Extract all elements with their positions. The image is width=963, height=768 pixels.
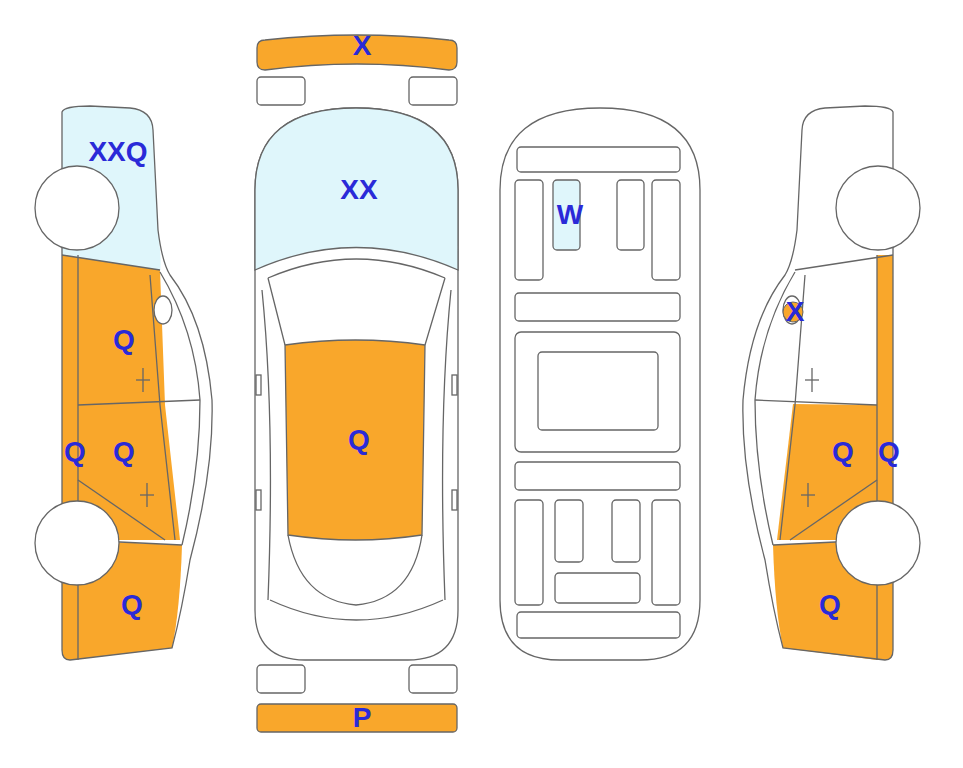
left-side-view [35, 106, 212, 660]
damage-code: Q [121, 591, 143, 619]
damage-code: XX [340, 176, 377, 204]
damage-code: Q [348, 426, 370, 454]
damage-code: Q [113, 438, 135, 466]
damage-code: Q [113, 326, 135, 354]
damage-code: Q [878, 438, 900, 466]
right-side-view [743, 106, 920, 660]
damage-code: Q [832, 438, 854, 466]
damage-code: Q [819, 591, 841, 619]
damage-code: Q [64, 438, 86, 466]
top-view [255, 35, 458, 732]
damage-code: X [353, 32, 372, 60]
underside-view [500, 108, 700, 660]
damage-code: P [353, 704, 372, 732]
damage-code: W [557, 201, 583, 229]
damage-code: X [786, 298, 805, 326]
damage-code: XXQ [88, 138, 147, 166]
